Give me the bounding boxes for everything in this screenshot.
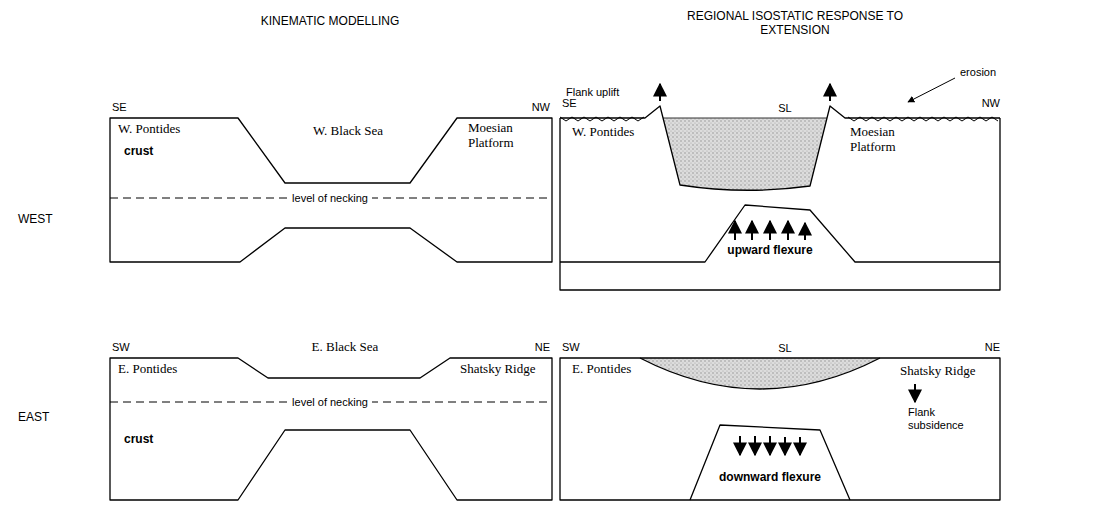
compass-label: NW — [532, 101, 550, 114]
region-label: W. Pontides — [572, 125, 634, 140]
region-label: W. Black Sea — [313, 124, 383, 139]
section-frame — [560, 118, 1000, 290]
unit-label: upward flexure — [727, 244, 812, 258]
sea-level-label: SL — [778, 102, 791, 115]
region-label: E. Pontides — [118, 362, 177, 377]
sea-level-line — [663, 118, 827, 119]
row-label: EAST — [18, 411, 49, 425]
uplift-arrow — [659, 84, 661, 101]
crust-section — [110, 358, 552, 500]
annotation: Flank subsidence — [908, 406, 970, 431]
region-label: Shatsky Ridge — [900, 364, 975, 379]
compass-label: SW — [112, 341, 130, 354]
uplift-arrow — [829, 84, 831, 101]
region-label: Moesian Platform — [850, 125, 928, 155]
moho-flexure — [560, 205, 1000, 262]
annotation: erosion — [960, 66, 996, 79]
row-label: WEST — [18, 213, 53, 227]
compass-label: NE — [985, 341, 1000, 354]
compass-label: NW — [982, 97, 1000, 110]
moho-flexure — [690, 425, 850, 500]
region-label: Moesian Platform — [468, 121, 546, 151]
unit-label: downward flexure — [719, 471, 821, 485]
compass-label: SE — [112, 101, 127, 114]
compass-label: SE — [562, 97, 577, 110]
unit-label: crust — [124, 433, 153, 447]
necking-label: level of necking — [288, 192, 372, 205]
flexure-arrows — [735, 221, 805, 240]
subsidence-arrow — [914, 384, 916, 402]
unit-label: crust — [124, 145, 153, 159]
region-label: W. Pontides — [118, 122, 180, 137]
region-label: E. Black Sea — [312, 340, 379, 355]
crust-surface — [560, 106, 1000, 190]
basin-floor — [640, 358, 880, 389]
region-label: E. Pontides — [572, 362, 631, 377]
basin-fill — [663, 118, 827, 190]
basin-fill — [640, 358, 880, 389]
flexure-arrows — [740, 436, 800, 455]
section-frame — [560, 358, 1000, 500]
erosion-surface — [848, 117, 998, 121]
crust-section — [110, 118, 552, 262]
annotation: Flank uplift — [566, 86, 619, 99]
compass-label: SW — [562, 341, 580, 354]
erosion-pointer — [908, 78, 955, 102]
compass-label: NE — [535, 341, 550, 354]
erosion-surface — [560, 117, 644, 121]
panel-heading: REGIONAL ISOSTATIC RESPONSE TO EXTENSION — [675, 10, 915, 38]
panel-heading: KINEMATIC MODELLING — [261, 15, 399, 29]
necking-label: level of necking — [288, 396, 372, 409]
region-label: Shatsky Ridge — [460, 362, 535, 377]
sea-level-label: SL — [778, 342, 791, 355]
